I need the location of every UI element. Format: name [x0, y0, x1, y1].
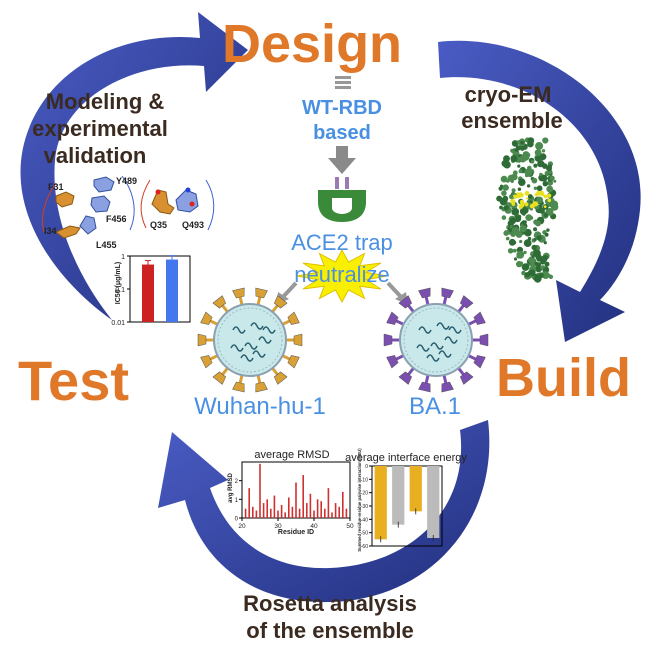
residue-i34-molecule: [55, 225, 81, 239]
residue-q35-label: Q35: [150, 220, 167, 230]
energy-ytick-label: -60: [361, 544, 368, 550]
energy-chart-ylabel: Summed residue-residue pairwise interact…: [357, 448, 362, 552]
ic50-ytick-label: 1: [121, 254, 125, 261]
ic50-bar: [166, 259, 178, 322]
cryo-em-label-line1: cryo-EM: [465, 82, 552, 107]
ic50-chart: IC50 (μg/mL) 1 0.1 0.01: [111, 254, 191, 327]
cryo-em-label-line2: ensemble: [461, 108, 563, 133]
wuhan-virus-icon: [197, 287, 303, 393]
residue-l455-molecule: [79, 215, 97, 235]
energy-bar: [409, 466, 422, 512]
energy-chart-title: average interface energy: [345, 452, 467, 464]
rmsd-xtick-label: 20: [238, 523, 246, 530]
rmsd-xtick-label: 50: [346, 523, 354, 530]
residue-q493-label: Q493: [182, 220, 204, 230]
residue-f31-molecule: [55, 191, 75, 208]
residue-inset: F31 Y489 F456 I34 L455 Q35 Q493: [42, 175, 215, 250]
neutralize-label: neutralize: [294, 262, 389, 287]
energy-ytick-label: 0: [365, 464, 368, 470]
cryo-em-structure-image: [496, 137, 559, 283]
rmsd-chart-title: average RMSD: [254, 449, 329, 461]
ic50-chart-ylabel: IC50 (μg/mL): [115, 262, 122, 304]
design-to-build-arrow: [438, 40, 641, 343]
modeling-label-line2: experimental: [32, 116, 168, 141]
stage-build-label: Build: [496, 348, 631, 408]
energy-ytick-label: -30: [361, 504, 368, 510]
wuhan-label: Wuhan-hu-1: [194, 393, 326, 420]
interface-energy-chart: average interface energy Summed residue-…: [345, 448, 467, 552]
wt-rbd-label-line2: based: [313, 122, 371, 144]
test-to-design-arrow: [20, 12, 248, 320]
energy-bar: [392, 466, 405, 525]
rosetta-label-line1: Rosetta analysis: [243, 591, 417, 616]
ic50-ytick-label: 0.01: [111, 320, 125, 327]
striped-bar-icon: [335, 76, 351, 89]
stage-test-label: Test: [18, 349, 129, 412]
energy-ytick-label: -20: [361, 491, 368, 497]
down-arrow-icon: [328, 146, 356, 174]
modeling-label-line1: Modeling &: [46, 89, 165, 114]
stage-design-label: Design: [222, 14, 402, 74]
rmsd-chart-ylabel: avg RMSD: [228, 472, 234, 502]
ba1-label: BA.1: [409, 393, 461, 420]
ic50-ytick-label: 0.1: [115, 287, 125, 294]
wt-rbd-label-line1: WT-RBD: [302, 97, 382, 119]
build-to-test-arrow: [158, 420, 490, 603]
rmsd-ytick-label: 1: [235, 498, 239, 504]
ic50-bar: [142, 264, 154, 322]
residue-l455-label: L455: [96, 240, 117, 250]
rmsd-ytick-label: 0: [235, 517, 239, 523]
residue-q35-molecule: [151, 189, 175, 215]
rmsd-xtick-label: 40: [310, 523, 318, 530]
energy-bar: [374, 466, 387, 540]
rosetta-label-line2: of the ensemble: [246, 618, 413, 643]
residue-i34-label: I34: [44, 226, 57, 236]
ic50-chart-frame: [129, 255, 191, 323]
energy-bar: [427, 466, 440, 538]
residue-f31-label: F31: [48, 182, 64, 192]
ba1-virus-icon: [383, 287, 489, 393]
energy-ytick-label: -10: [361, 477, 368, 483]
rmsd-chart-xlabel: Residue ID: [278, 529, 314, 536]
residue-f456-label: F456: [106, 214, 127, 224]
rmsd-ytick-label: 2: [235, 479, 239, 485]
residue-y489-label: Y489: [116, 176, 137, 186]
energy-ytick-label: -50: [361, 531, 368, 537]
residue-q493-molecule: [175, 187, 199, 213]
ace2-trap-icon: [318, 177, 366, 222]
residue-f456-molecule: [90, 195, 111, 213]
rmsd-xtick-label: 30: [274, 523, 282, 530]
residue-y489-molecule: [93, 176, 115, 193]
starburst-icon: [296, 249, 388, 303]
energy-ytick-label: -40: [361, 517, 368, 523]
modeling-label-line3: validation: [44, 143, 147, 168]
